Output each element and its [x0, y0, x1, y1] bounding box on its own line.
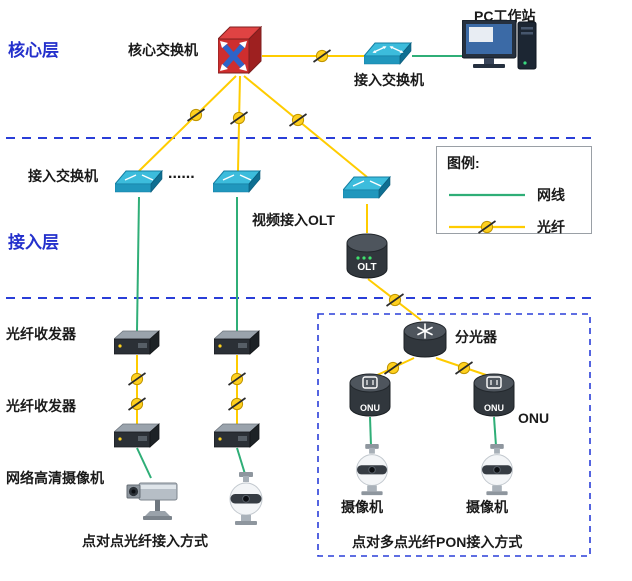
- legend-fiber-label: 光纤: [537, 219, 565, 235]
- access-switch-left-icon: [115, 170, 163, 198]
- eth-link-transceiver-to-dome: [236, 447, 246, 475]
- fiber-splice-icon: [229, 111, 249, 125]
- camera1-label: 摄像机: [341, 499, 383, 515]
- access-switch-top-label: 接入交换机: [354, 72, 424, 88]
- legend-row-fiber: 光纤: [447, 217, 581, 237]
- legend: 图例: 网线 光纤: [436, 146, 592, 237]
- fiber-splice-icon: [186, 108, 206, 122]
- fiber-splice-icon: [477, 220, 497, 234]
- fiber-line-sample: [449, 220, 525, 234]
- access-switch-top-icon: [364, 42, 412, 70]
- pon-caption: 点对多点光纤PON接入方式: [352, 534, 523, 550]
- dome-camera-icon-left: [224, 472, 268, 528]
- p2p-caption: 点对点光纤接入方式: [82, 533, 208, 549]
- transceiver-label-2: 光纤收发器: [6, 398, 76, 414]
- media-converter-icon-r1c2: [214, 330, 260, 356]
- ethernet-line-sample: [449, 193, 525, 197]
- splitter-icon: [402, 318, 448, 362]
- fiber-splice-icon: [127, 397, 147, 411]
- fiber-splice-icon: [312, 49, 332, 63]
- media-converter-icon-r2c1: [114, 423, 160, 449]
- ellipsis: ......: [168, 165, 195, 182]
- media-converter-icon-r2c2: [214, 423, 260, 449]
- olt-caption: 视频接入OLT: [252, 212, 335, 228]
- fiber-link-core-to-right-switch: [243, 75, 368, 178]
- core-switch-icon: [218, 26, 262, 78]
- eth-link-left-switch-to-transceiver: [136, 196, 140, 332]
- fiber-splice-icon: [127, 372, 147, 386]
- onu-icon-1: ONU: [348, 372, 392, 418]
- fiber-link-core-to-left-switch: [138, 75, 237, 172]
- hd-camera-label: 网络高清摄像机: [6, 470, 104, 486]
- core-layer-label: 核心层: [8, 41, 59, 60]
- fiber-links: [136, 55, 493, 424]
- onu-ext-label: ONU: [518, 410, 550, 426]
- media-converter-icon-r1c1: [114, 330, 160, 356]
- olt-device-icon: OLT: [345, 232, 389, 280]
- fiber-splice-icon: [227, 372, 247, 386]
- pon-section-box: [317, 313, 591, 557]
- fiber-splice-icon: [454, 361, 474, 375]
- legend-title: 图例:: [447, 155, 480, 171]
- eth-link-onu1-to-camera: [369, 416, 372, 447]
- camera2-label: 摄像机: [466, 499, 508, 515]
- core-switch-label: 核心交换机: [128, 42, 198, 58]
- dome-camera-icon-pon2: [475, 444, 519, 498]
- pc-workstation-icon: [462, 20, 538, 76]
- access-switch-right-icon: [343, 176, 391, 204]
- access-switch-mid-icon: [213, 170, 261, 198]
- dome-camera-icon-pon1: [350, 444, 394, 498]
- legend-ethernet-label: 网线: [537, 187, 565, 203]
- access-switch-left-label: 接入交换机: [28, 168, 98, 184]
- transceiver-label-1: 光纤收发器: [6, 326, 76, 342]
- fiber-splice-icon: [227, 397, 247, 411]
- eth-link-transceiver-to-boxcam: [136, 447, 152, 479]
- splitter-label: 分光器: [455, 329, 497, 345]
- legend-row-ethernet: 网线: [447, 185, 581, 205]
- access-layer-label: 接入层: [8, 233, 59, 252]
- box-camera-icon: [124, 476, 182, 526]
- ethernet-links: [136, 55, 497, 479]
- onu-icon-2: ONU: [472, 372, 516, 418]
- eth-link-onu2-to-camera: [493, 416, 497, 447]
